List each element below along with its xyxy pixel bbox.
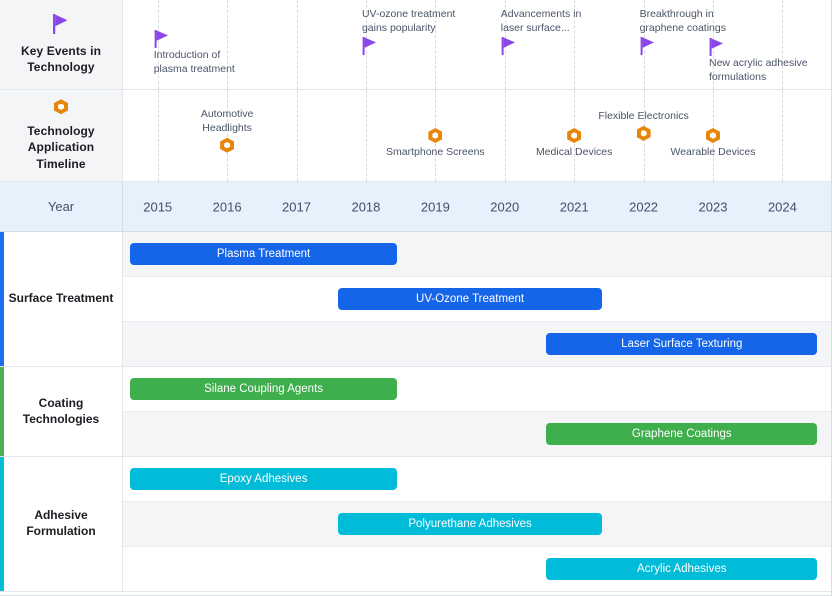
gantt-bar[interactable]: Polyurethane Adhesives — [338, 513, 602, 535]
key-event-label: Advancements in laser surface... — [500, 8, 582, 34]
year-tick: 2017 — [282, 199, 311, 214]
flag-icon[interactable] — [709, 38, 831, 56]
category-header[interactable]: Coating Technologies — [0, 367, 123, 457]
key-event-marker[interactable]: New acrylic adhesive formulations — [709, 38, 831, 85]
gantt-row: Graphene Coatings — [123, 412, 831, 457]
gridline-2015 — [157, 0, 159, 89]
gridline-2021 — [574, 0, 576, 89]
gridline-2016 — [227, 0, 229, 89]
gridline-2022 — [643, 90, 645, 181]
year-tick: 2022 — [629, 199, 659, 214]
key-events-track: Introduction of plasma treatment UV-ozone… — [123, 0, 831, 89]
application-timeline-header: Technology Application Timeline — [0, 90, 123, 181]
year-tick: 2021 — [559, 199, 589, 214]
key-event-marker[interactable]: UV-ozone treatment gains popularity — [362, 8, 512, 55]
key-event-marker[interactable]: Breakthrough in graphene coatings — [640, 8, 790, 55]
key-events-band: Key Events in Technology Introduction of… — [0, 0, 831, 90]
year-axis: Year 2015 2016 2017 2018 2019 2020 2021 2022 202… — [0, 182, 831, 232]
category-header[interactable]: Surface Treatment — [0, 232, 123, 367]
key-events-title: Key Events in Technology — [21, 43, 101, 74]
gantt-bar[interactable]: Acrylic Adhesives — [546, 558, 818, 580]
gridline-2023 — [713, 0, 714, 89]
gridline-2020 — [504, 90, 506, 181]
year-tick: 2020 — [490, 199, 520, 214]
category-accent-bar — [0, 367, 4, 456]
gantt-row: Polyurethane Adhesives — [123, 502, 831, 547]
gridline-2022 — [643, 0, 645, 89]
flag-icon[interactable] — [640, 36, 790, 55]
category-accent-bar — [0, 457, 4, 591]
gantt-bar[interactable]: UV-Ozone Treatment — [338, 288, 602, 310]
category-accent-bar — [0, 232, 4, 366]
year-tick-track: 2015 2016 2017 2018 2019 2020 2021 2022 2023 2024 — [123, 182, 831, 231]
gridline-2019 — [435, 0, 437, 89]
gridline-2017 — [296, 90, 298, 181]
category-label: Adhesive Formulation — [26, 508, 96, 538]
flag-icon[interactable] — [362, 36, 512, 55]
gridline-2024 — [782, 0, 784, 89]
gantt-bar[interactable]: Epoxy Adhesives — [129, 468, 398, 490]
gridline-2020 — [504, 0, 506, 89]
category-label: Coating Technologies — [22, 395, 100, 426]
gantt-row: Laser Surface Texturing — [123, 322, 831, 367]
year-tick: 2019 — [420, 199, 450, 214]
gantt-bar[interactable]: Plasma Treatment — [129, 243, 398, 265]
key-event-label: UV-ozone treatment gains popularity — [361, 8, 456, 34]
gridline-2018 — [365, 90, 367, 181]
gridline-2019 — [435, 90, 437, 181]
gridline-2021 — [574, 90, 576, 181]
gridline-2015 — [157, 90, 159, 181]
key-event-label: Introduction of plasma treatment — [153, 49, 235, 75]
gantt-bar[interactable]: Graphene Coatings — [546, 423, 818, 445]
gantt-row: UV-Ozone Treatment — [123, 277, 831, 322]
key-events-header: Key Events in Technology — [0, 0, 123, 89]
year-tick: 2024 — [767, 199, 797, 214]
gridline-2024 — [782, 90, 784, 181]
flag-icon[interactable] — [501, 36, 651, 55]
key-event-label: New acrylic adhesive formulations — [709, 57, 808, 83]
year-tick: 2023 — [698, 199, 728, 214]
flag-icon — [52, 13, 70, 34]
year-label: Year — [47, 199, 75, 214]
gridline-2018 — [365, 0, 367, 89]
category-group: Coating Technologies Silane Coupling Agen… — [0, 367, 831, 457]
category-header[interactable]: Adhesive Formulation — [0, 457, 123, 592]
key-event-label: Breakthrough in graphene coatings — [639, 8, 726, 34]
key-event-marker[interactable]: Advancements in laser surface... — [501, 8, 651, 55]
category-label: Surface Treatment — [8, 291, 114, 306]
year-axis-header: Year — [0, 182, 123, 231]
year-tick: 2015 — [143, 199, 173, 214]
gantt-bar[interactable]: Laser Surface Texturing — [546, 333, 818, 355]
hexagon-icon — [54, 99, 68, 115]
gridline-2016 — [227, 90, 229, 181]
application-timeline-title: Technology Application Timeline — [27, 124, 95, 171]
gantt-row: Acrylic Adhesives — [123, 547, 831, 592]
gantt-bar[interactable]: Silane Coupling Agents — [129, 378, 398, 400]
gantt-row: Plasma Treatment — [123, 232, 831, 277]
gantt-row: Silane Coupling Agents — [123, 367, 831, 412]
application-timeline-band: Technology Application Timeline Automoti… — [0, 90, 831, 182]
gridline-2017 — [296, 0, 298, 89]
flag-icon[interactable] — [154, 30, 304, 48]
key-event-marker[interactable]: Introduction of plasma treatment — [154, 30, 304, 77]
year-tick: 2016 — [212, 199, 242, 214]
year-tick: 2018 — [351, 199, 381, 214]
gantt-row: Epoxy Adhesives — [123, 457, 831, 502]
gridline-2023 — [713, 90, 714, 181]
